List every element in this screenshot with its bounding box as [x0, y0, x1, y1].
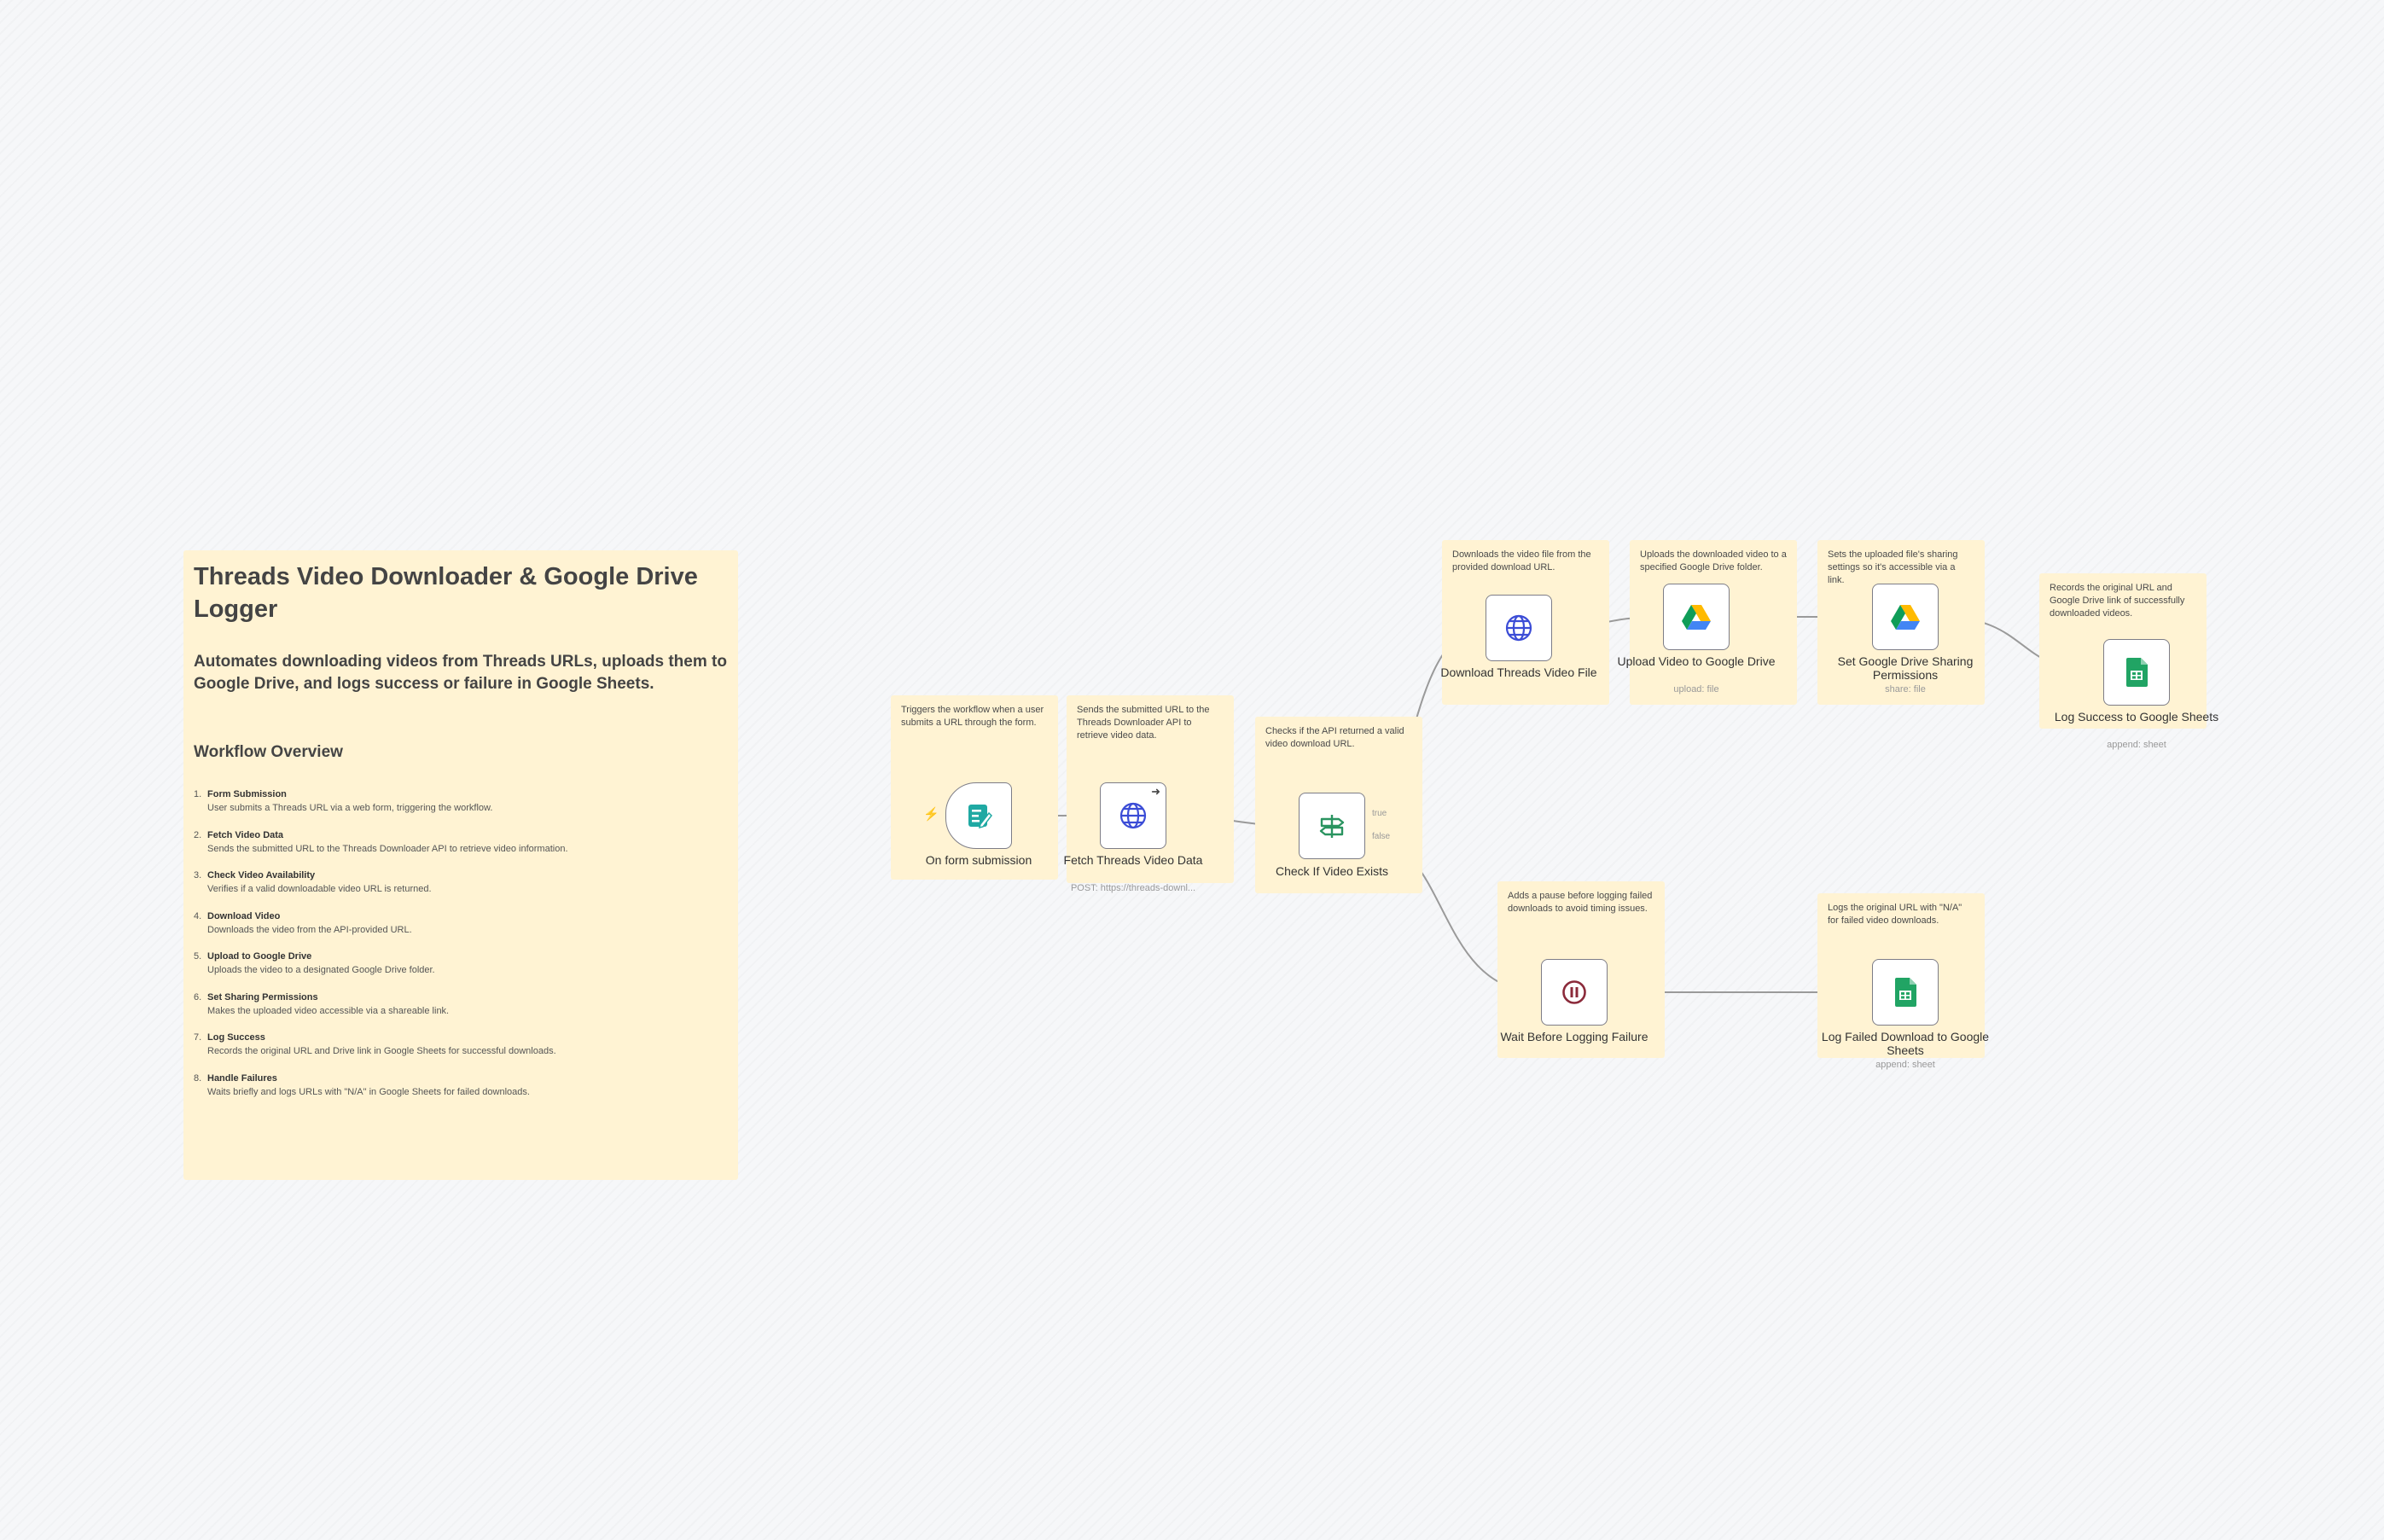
sticky-note-text: Uploads the downloaded video to a specif… — [1640, 549, 1787, 572]
trigger-bolt-icon: ⚡ — [923, 807, 939, 822]
step-description: User submits a Threads URL via a web for… — [207, 803, 493, 813]
node-subtitle: POST: https://threads-downl... — [1070, 883, 1196, 893]
workflow-description-note[interactable]: Threads Video Downloader & Google Drive … — [183, 550, 738, 1180]
overview-heading: Workflow Overview — [194, 743, 343, 761]
step-description: Makes the uploaded video accessible via … — [207, 1005, 450, 1016]
node-download-threads-video-file[interactable] — [1486, 595, 1552, 661]
form-icon — [968, 805, 992, 829]
step-number: 7. — [194, 1032, 202, 1043]
step-description: Records the original URL and Drive link … — [207, 1046, 556, 1056]
step-number: 2. — [194, 829, 202, 840]
sticky-note-text: Records the original URL and Google Driv… — [2050, 583, 2185, 619]
step-title: Download Video — [207, 910, 281, 921]
step-number: 4. — [194, 910, 202, 921]
sticky-note-text: Downloads the video file from the provid… — [1452, 549, 1591, 572]
node-subtitle: append: sheet — [1875, 1060, 1935, 1070]
sticky-note-text: Checks if the API returned a valid video… — [1265, 726, 1404, 749]
sticky-note-text: Logs the original URL with "N/A" for fai… — [1828, 903, 1962, 926]
step-title: Log Success — [207, 1032, 265, 1043]
pause-icon — [1562, 980, 1586, 1004]
step-description: Verifies if a valid downloadable video U… — [207, 884, 432, 894]
google-sheets-icon — [1895, 978, 1916, 1007]
globe-icon — [1505, 614, 1532, 642]
sticky-note-trigger[interactable]: Triggers the workflow when a user submit… — [891, 695, 1058, 880]
node-fetch-threads-video-data[interactable]: ➜ — [1100, 782, 1166, 849]
signpost-icon — [1319, 815, 1345, 838]
node-set-google-drive-sharing-permissions[interactable] — [1872, 584, 1939, 650]
google-sheets-icon — [2126, 658, 2148, 687]
external-arrow-icon: ➜ — [1151, 785, 1160, 798]
node-label: Log Success to Google Sheets — [2054, 710, 2219, 724]
step-number: 1. — [194, 789, 202, 799]
step-number: 8. — [194, 1072, 202, 1084]
step-number: 5. — [194, 951, 202, 962]
branch-label-false: false — [1372, 832, 1391, 841]
node-label: Check If Video Exists — [1275, 864, 1389, 878]
sticky-note-text: Sends the submitted URL to the Threads D… — [1077, 705, 1210, 741]
google-drive-icon — [1682, 605, 1711, 630]
step-title: Upload to Google Drive — [207, 951, 312, 962]
sticky-note-text: Sets the uploaded file's sharing setting… — [1828, 549, 1958, 585]
step-title: Handle Failures — [207, 1072, 277, 1084]
step-description: Uploads the video to a designated Google… — [207, 965, 435, 975]
google-drive-icon — [1891, 605, 1920, 630]
step-title: Set Sharing Permissions — [207, 991, 318, 1002]
sticky-note-text: Triggers the workflow when a user submit… — [901, 705, 1044, 728]
node-log-failed-download-to-google-sheets[interactable] — [1872, 959, 1939, 1026]
node-label: Log Failed Download to Google Sheets — [1821, 1030, 1990, 1057]
globe-icon — [1119, 802, 1147, 829]
step-number: 3. — [194, 870, 202, 880]
workflow-title: Threads Video Downloader & Google Drive … — [194, 563, 698, 623]
node-log-success-to-google-sheets[interactable] — [2103, 639, 2170, 706]
step-description: Downloads the video from the API-provide… — [207, 924, 412, 935]
sticky-note-text: Adds a pause before logging failed downl… — [1508, 891, 1653, 914]
step-title: Fetch Video Data — [207, 829, 284, 840]
node-wait-before-logging-failure[interactable] — [1541, 959, 1608, 1026]
node-label: Set Google Drive Sharing Permissions — [1837, 654, 1974, 682]
node-upload-video-to-google-drive[interactable] — [1663, 584, 1730, 650]
node-on-form-submission[interactable] — [945, 782, 1012, 849]
step-description: Sends the submitted URL to the Threads D… — [207, 843, 568, 854]
node-subtitle: share: file — [1885, 684, 1926, 694]
workflow-description: Automates downloading videos from Thread… — [194, 653, 727, 693]
node-check-if-video-exists[interactable] — [1299, 793, 1365, 859]
node-label: Upload Video to Google Drive — [1617, 654, 1776, 668]
node-subtitle: upload: file — [1673, 684, 1719, 694]
step-title: Form Submission — [207, 789, 287, 799]
node-label: Wait Before Logging Failure — [1500, 1030, 1648, 1043]
step-title: Check Video Availability — [207, 870, 316, 880]
sticky-note-fetch[interactable]: Sends the submitted URL to the Threads D… — [1067, 695, 1234, 883]
node-subtitle: append: sheet — [2107, 740, 2166, 750]
node-label: Fetch Threads Video Data — [1063, 853, 1203, 867]
node-label: Download Threads Video File — [1440, 665, 1597, 679]
step-description: Waits briefly and logs URLs with "N/A" i… — [207, 1086, 530, 1097]
step-number: 6. — [194, 991, 202, 1002]
node-label: On form submission — [925, 853, 1032, 867]
branch-label-true: true — [1372, 809, 1387, 818]
sticky-note-share[interactable]: Sets the uploaded file's sharing setting… — [1817, 540, 1985, 705]
